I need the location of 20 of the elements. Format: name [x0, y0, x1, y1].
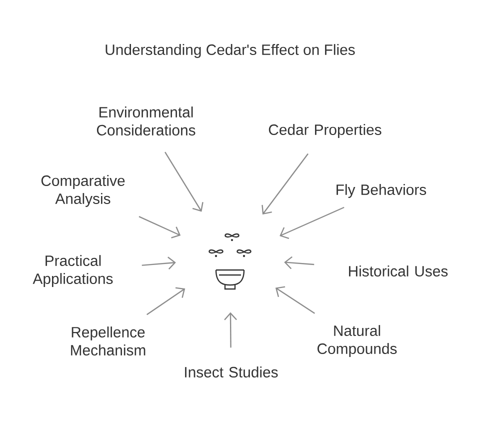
arrow — [262, 153, 308, 215]
topic-label: Environmental Considerations — [96, 106, 196, 136]
arrow — [275, 286, 316, 314]
arrow — [142, 256, 176, 270]
title: Understanding Cedar's Effect on Flies — [106, 44, 355, 58]
topic-label: Practical Applications — [32, 255, 113, 287]
bowl-flies-drawing — [208, 234, 252, 290]
arrow — [138, 216, 181, 238]
topic-label: Insect Studies — [185, 366, 278, 378]
arrow — [280, 206, 344, 239]
topic-label: Repellence Mechanism — [71, 326, 146, 356]
topic-label: Comparative Analysis — [41, 175, 125, 207]
arrow — [146, 287, 186, 316]
topic-label: Fly Behaviors — [336, 184, 426, 198]
topic-label: Historical Uses — [349, 266, 448, 276]
topic-label: Cedar Properties — [268, 124, 382, 138]
arrow — [284, 256, 314, 270]
arrow — [224, 312, 237, 348]
arrow — [164, 152, 204, 212]
topic-label: Natural Compounds — [318, 325, 397, 357]
